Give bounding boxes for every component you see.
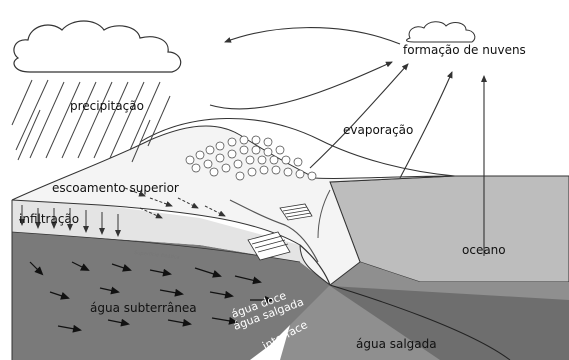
arrow-land-evaporation-1 — [210, 62, 392, 109]
label-precipitation: precipitação — [70, 99, 144, 113]
label-cloud-formation: formação de nuvens — [403, 43, 526, 57]
label-evaporation: evaporação — [343, 123, 413, 137]
label-ocean: oceano — [462, 243, 506, 257]
label-salt-water: água salgada — [356, 337, 437, 351]
arrow-clouds-to-rain-cloud — [225, 28, 400, 44]
small-cloud-icon — [407, 22, 475, 42]
cloud-icon — [14, 21, 181, 72]
label-surface-runoff: escoamento superior — [52, 181, 179, 195]
arrow-land-evaporation-2 — [310, 64, 408, 168]
label-infiltration: infiltração — [19, 212, 79, 226]
label-groundwater: água subterrânea — [90, 301, 197, 315]
